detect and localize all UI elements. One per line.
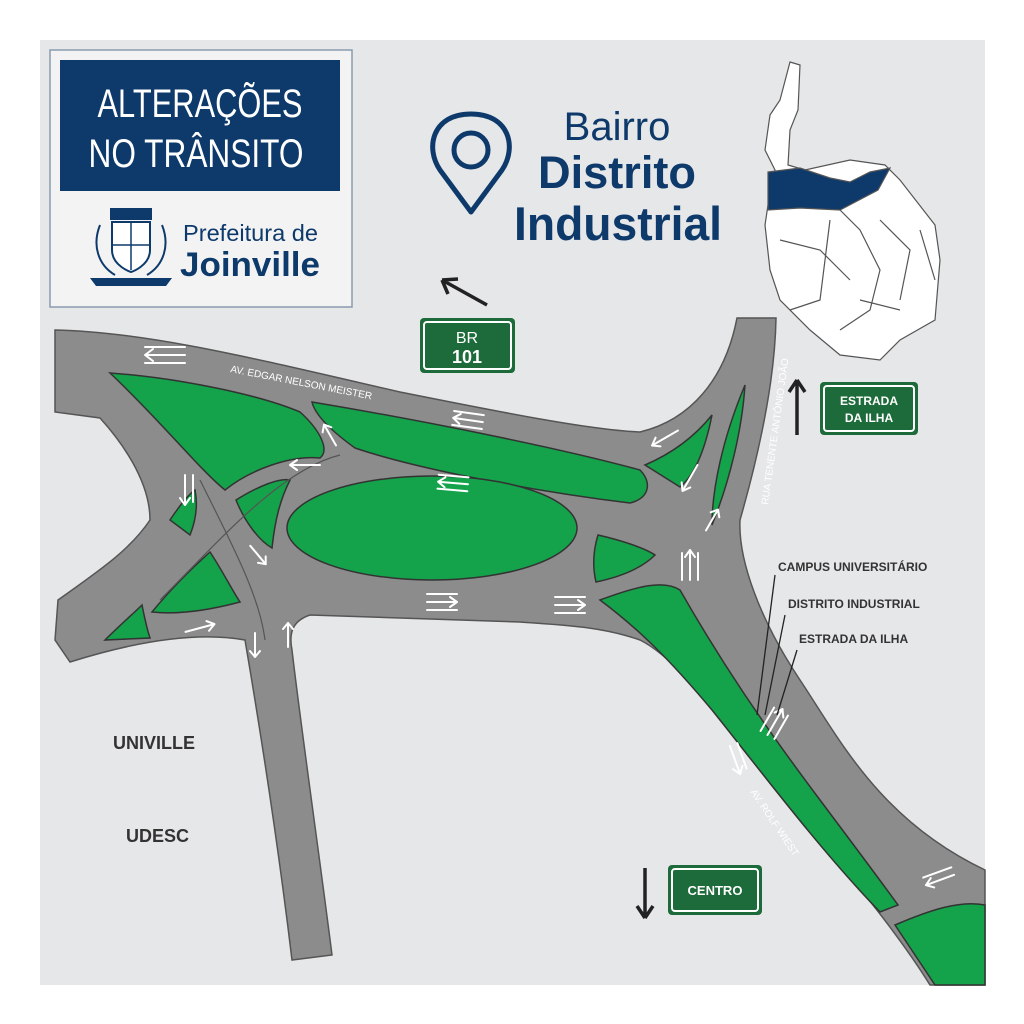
- arrow-right-icon: [184, 620, 216, 633]
- joinville-crest-icon: [90, 208, 172, 286]
- sign-estrada-da-ilha: ESTRADA DA ILHA: [820, 382, 918, 435]
- island-southwest: [150, 550, 242, 614]
- lane-arrows: [144, 346, 956, 889]
- sign-centro: CENTRO: [668, 865, 762, 915]
- lane-label-campus: CAMPUS UNIVERSITÁRIO: [778, 559, 927, 574]
- arrow-left-icon: [289, 459, 321, 471]
- island-northwest: [107, 372, 325, 491]
- arrow-right-icon: [426, 593, 458, 611]
- place-univille: UNIVILLE: [113, 733, 195, 753]
- highlighted-district: [767, 167, 892, 211]
- lane-label-distrito: DISTRITO INDUSTRIAL: [788, 597, 920, 611]
- org-line1: Prefeitura de: [183, 220, 318, 246]
- island-southeast: [893, 902, 986, 986]
- location-pin-icon: [430, 111, 512, 215]
- arrow-down-icon: [249, 632, 261, 658]
- direction-arrow-northwest-icon: [440, 277, 488, 307]
- ramp-edges: [159, 454, 341, 641]
- island-west-ring: [235, 478, 292, 550]
- lane-callout-lines: [756, 574, 798, 716]
- arrow-down-icon: [680, 464, 699, 492]
- svg-text:ESTRADA: ESTRADA: [840, 394, 898, 408]
- arrow-up-icon: [282, 622, 294, 648]
- svg-text:101: 101: [452, 347, 482, 367]
- island-tenente: [711, 384, 746, 526]
- island-central-oval: [286, 475, 578, 581]
- sign-br101: BR 101: [420, 318, 515, 373]
- header-card: ALTERAÇÕES NO TRÂNSITO Prefeitura de Joi…: [49, 49, 353, 308]
- svg-text:BR: BR: [456, 330, 478, 347]
- arrow-up-icon: [705, 508, 721, 532]
- district-line3: Industrial: [514, 197, 722, 250]
- island-east-ring: [593, 534, 657, 583]
- green-islands: [103, 372, 986, 986]
- arrow-left-icon: [451, 409, 485, 431]
- arrow-down-icon: [179, 474, 194, 506]
- island-rolf-strip: [598, 584, 900, 913]
- place-udesc: UDESC: [126, 826, 189, 846]
- city-inset-map: [764, 61, 941, 361]
- island-west-tip: [103, 603, 152, 641]
- arrow-down-icon: [728, 742, 748, 776]
- arrow-left-icon: [651, 429, 679, 448]
- direction-arrow-up-icon: [787, 379, 807, 435]
- arrow-down-icon: [249, 544, 267, 566]
- arrow-left-icon: [436, 473, 470, 493]
- header-title-line1: ALTERAÇÕES: [98, 81, 303, 126]
- arrow-left-icon: [144, 346, 186, 364]
- org-line2: Joinville: [180, 246, 320, 284]
- district-line2: Distrito: [538, 147, 696, 198]
- island-north-strip: [311, 401, 649, 504]
- district-line1: Bairro: [564, 105, 671, 149]
- island-west-upper: [168, 488, 198, 537]
- arrow-up-icon: [321, 423, 337, 447]
- arrow-right-icon: [554, 596, 586, 614]
- svg-text:DA ILHA: DA ILHA: [845, 411, 894, 425]
- lane-label-estrada: ESTRADA DA ILHA: [799, 632, 908, 646]
- svg-text:CENTRO: CENTRO: [688, 883, 743, 898]
- header-title-line2: NO TRÂNSITO: [89, 131, 304, 176]
- arrow-left-icon: [922, 866, 956, 889]
- island-east-small: [643, 414, 713, 488]
- arrow-up-icon: [681, 549, 699, 581]
- direction-arrow-down-icon: [635, 868, 655, 919]
